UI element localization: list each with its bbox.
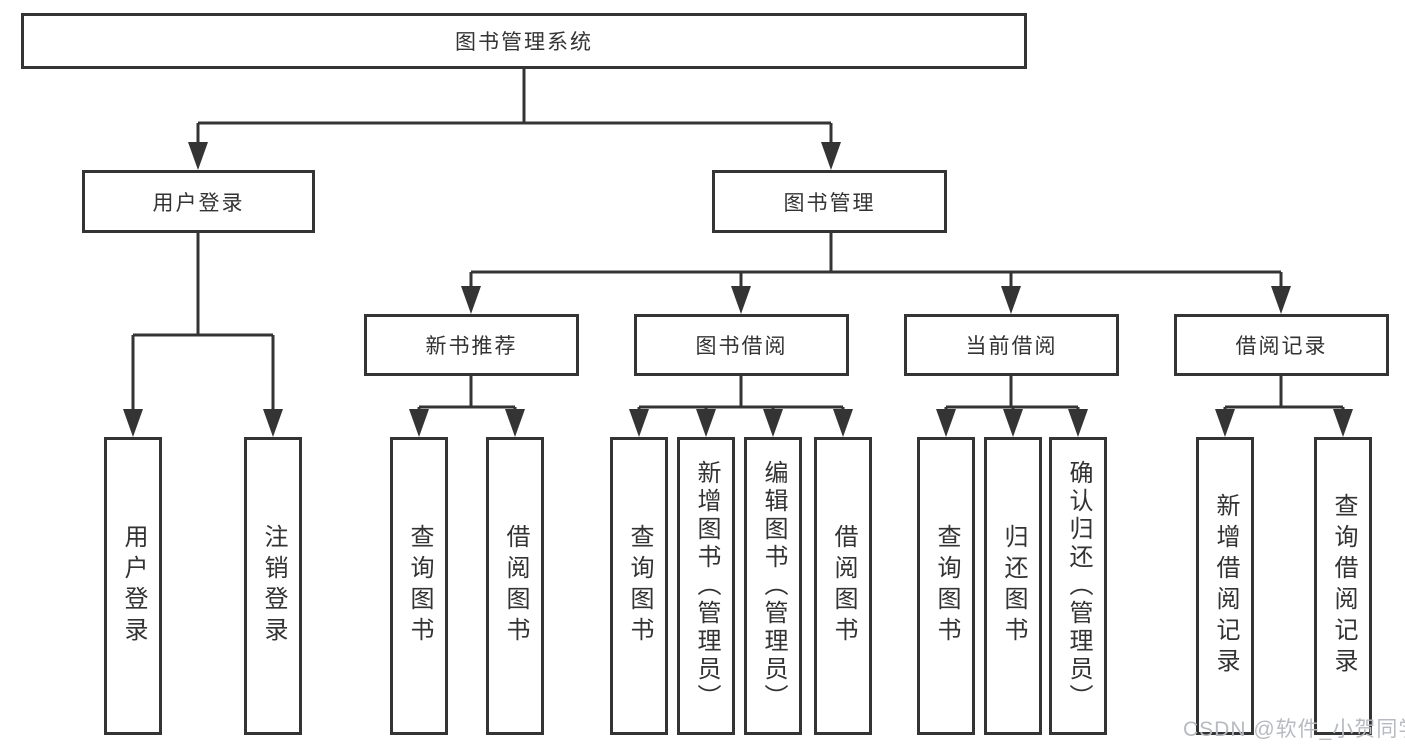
arrowhead	[1001, 286, 1021, 314]
node-leaf-borrow-books-2: 借阅图书	[814, 437, 872, 735]
node-book-borrowing: 图书借阅	[634, 314, 849, 376]
node-label: 借阅记录	[1235, 335, 1328, 358]
arrowhead	[188, 142, 208, 170]
arrowheads	[123, 142, 1353, 437]
node-label: 编辑图书（管理员）	[760, 460, 787, 712]
node-label: 借阅图书	[830, 524, 857, 648]
arrowhead	[1068, 409, 1088, 437]
arrowhead	[1003, 409, 1023, 437]
arrowhead	[505, 409, 525, 437]
arrowhead	[1215, 409, 1235, 437]
node-label: 用户登录	[120, 524, 147, 648]
arrowhead	[629, 409, 649, 437]
node-label: 新增借阅记录	[1212, 493, 1239, 679]
arrowhead	[1333, 409, 1353, 437]
arrowhead	[936, 409, 956, 437]
arrowhead	[263, 409, 283, 437]
node-label: 查询图书	[933, 524, 960, 648]
tree-edges	[131, 69, 1345, 412]
node-leaf-query-borrow-record: 查询借阅记录	[1314, 437, 1372, 735]
node-leaf-return-books: 归还图书	[984, 437, 1042, 735]
node-label: 确认归还（管理员）	[1065, 460, 1092, 712]
node-label: 查询图书	[626, 524, 653, 648]
node-leaf-borrow-books-1: 借阅图书	[486, 437, 544, 735]
node-leaf-add-borrow-record: 新增借阅记录	[1196, 437, 1254, 735]
node-label: 图书管理	[783, 191, 876, 215]
node-label: 图书管理系统	[455, 31, 593, 54]
arrowhead	[461, 286, 481, 314]
arrowhead	[1271, 286, 1291, 314]
node-label: 新书推荐	[425, 335, 518, 358]
node-label: 用户登录	[152, 191, 245, 215]
arrowhead	[833, 409, 853, 437]
node-leaf-query-books-2: 查询图书	[610, 437, 668, 735]
node-label: 当前借阅	[965, 335, 1058, 358]
node-current-borrowing: 当前借阅	[904, 314, 1119, 376]
node-leaf-user-login: 用户登录	[104, 437, 162, 735]
node-label: 注销登录	[260, 524, 287, 648]
node-label: 图书借阅	[695, 335, 788, 358]
node-label: 新增图书（管理员）	[693, 460, 720, 712]
node-label: 归还图书	[1000, 524, 1027, 648]
arrowhead	[409, 409, 429, 437]
node-user-login: 用户登录	[82, 170, 315, 233]
watermark: CSDN @软件_小贺同学	[1183, 718, 1405, 741]
arrowhead	[123, 409, 143, 437]
node-leaf-confirm-return-admin: 确认归还（管理员）	[1049, 437, 1107, 735]
node-leaf-edit-book-admin: 编辑图书（管理员）	[744, 437, 802, 735]
node-leaf-add-book-admin: 新增图书（管理员）	[677, 437, 735, 735]
node-label: 查询借阅记录	[1330, 493, 1357, 679]
node-new-book-recommendation: 新书推荐	[364, 314, 579, 376]
node-borrowing-records: 借阅记录	[1174, 314, 1389, 376]
node-book-management: 图书管理	[712, 170, 947, 233]
arrowhead	[731, 286, 751, 314]
node-leaf-query-books-3: 查询图书	[917, 437, 975, 735]
arrowhead	[763, 409, 783, 437]
arrowhead	[821, 142, 841, 170]
node-leaf-query-books-1: 查询图书	[390, 437, 448, 735]
node-library-management-system: 图书管理系统	[21, 13, 1027, 69]
node-label: 借阅图书	[502, 524, 529, 648]
node-leaf-logout: 注销登录	[244, 437, 302, 735]
node-label: 查询图书	[406, 524, 433, 648]
arrowhead	[696, 409, 716, 437]
